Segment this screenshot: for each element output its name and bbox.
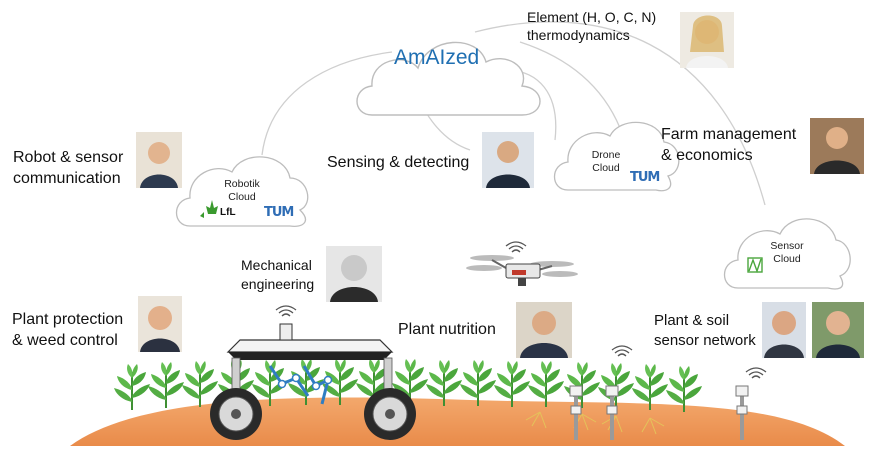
diagram-title: AmAIzed [394,46,479,70]
sensor-cloud-line2: Cloud [764,253,810,266]
person-photo-icon [326,246,382,302]
label-mechanical-line2: engineering [241,275,314,294]
label-farm-management: Farm management & economics [661,124,796,166]
robotik-cloud-line1: Robotik [214,178,270,191]
drone-cloud-line2: Cloud [580,162,632,175]
label-plant-protection-line1: Plant protection [12,309,123,330]
person-photo-icon [812,302,864,358]
label-element-line1: Element (H, O, C, N) [527,8,656,26]
person-photo-icon [762,302,806,358]
label-plant-nutrition: Plant nutrition [398,319,496,340]
robotik-cloud-label: Robotik Cloud [214,178,270,204]
label-farm-line2: & economics [661,145,796,166]
robotik-cloud-line2: Cloud [214,191,270,204]
label-robot-communication: Robot & sensor communication [13,147,123,189]
label-plant-soil-network: Plant & soil sensor network [654,311,756,351]
sensor-cloud-line1: Sensor [764,240,810,253]
person-photo-icon [138,296,182,352]
label-plant-protection: Plant protection & weed control [12,309,123,351]
person-photo-icon [680,12,734,68]
label-plant-soil-line2: sensor network [654,331,756,351]
soil-mound [70,397,845,446]
lfl-logo: LfL [220,207,236,218]
label-robot-communication-line1: Robot & sensor [13,147,123,168]
drone-icon [466,242,578,286]
sensor-cloud-label: Sensor Cloud [764,240,810,266]
drone-cloud-label: Drone Cloud [580,149,632,175]
label-element-thermodynamics: Element (H, O, C, N) thermodynamics [527,8,656,44]
label-plant-soil-line1: Plant & soil [654,311,756,331]
tum-logo-drone: TUM [630,170,659,185]
label-plant-protection-line2: & weed control [12,330,123,351]
label-sensing-detecting: Sensing & detecting [327,152,469,173]
label-farm-line1: Farm management [661,124,796,145]
tum-logo-robotik: TUM [264,205,293,220]
person-photo-icon [810,118,864,174]
label-robot-communication-line2: communication [13,168,123,189]
person-photo-icon [136,132,182,188]
drone-cloud-line1: Drone [580,149,632,162]
person-photo-icon [516,302,572,358]
label-element-line2: thermodynamics [527,26,656,44]
label-mechanical-line1: Mechanical [241,256,314,275]
person-photo-icon [482,132,534,188]
label-mechanical-engineering: Mechanical engineering [241,256,314,294]
